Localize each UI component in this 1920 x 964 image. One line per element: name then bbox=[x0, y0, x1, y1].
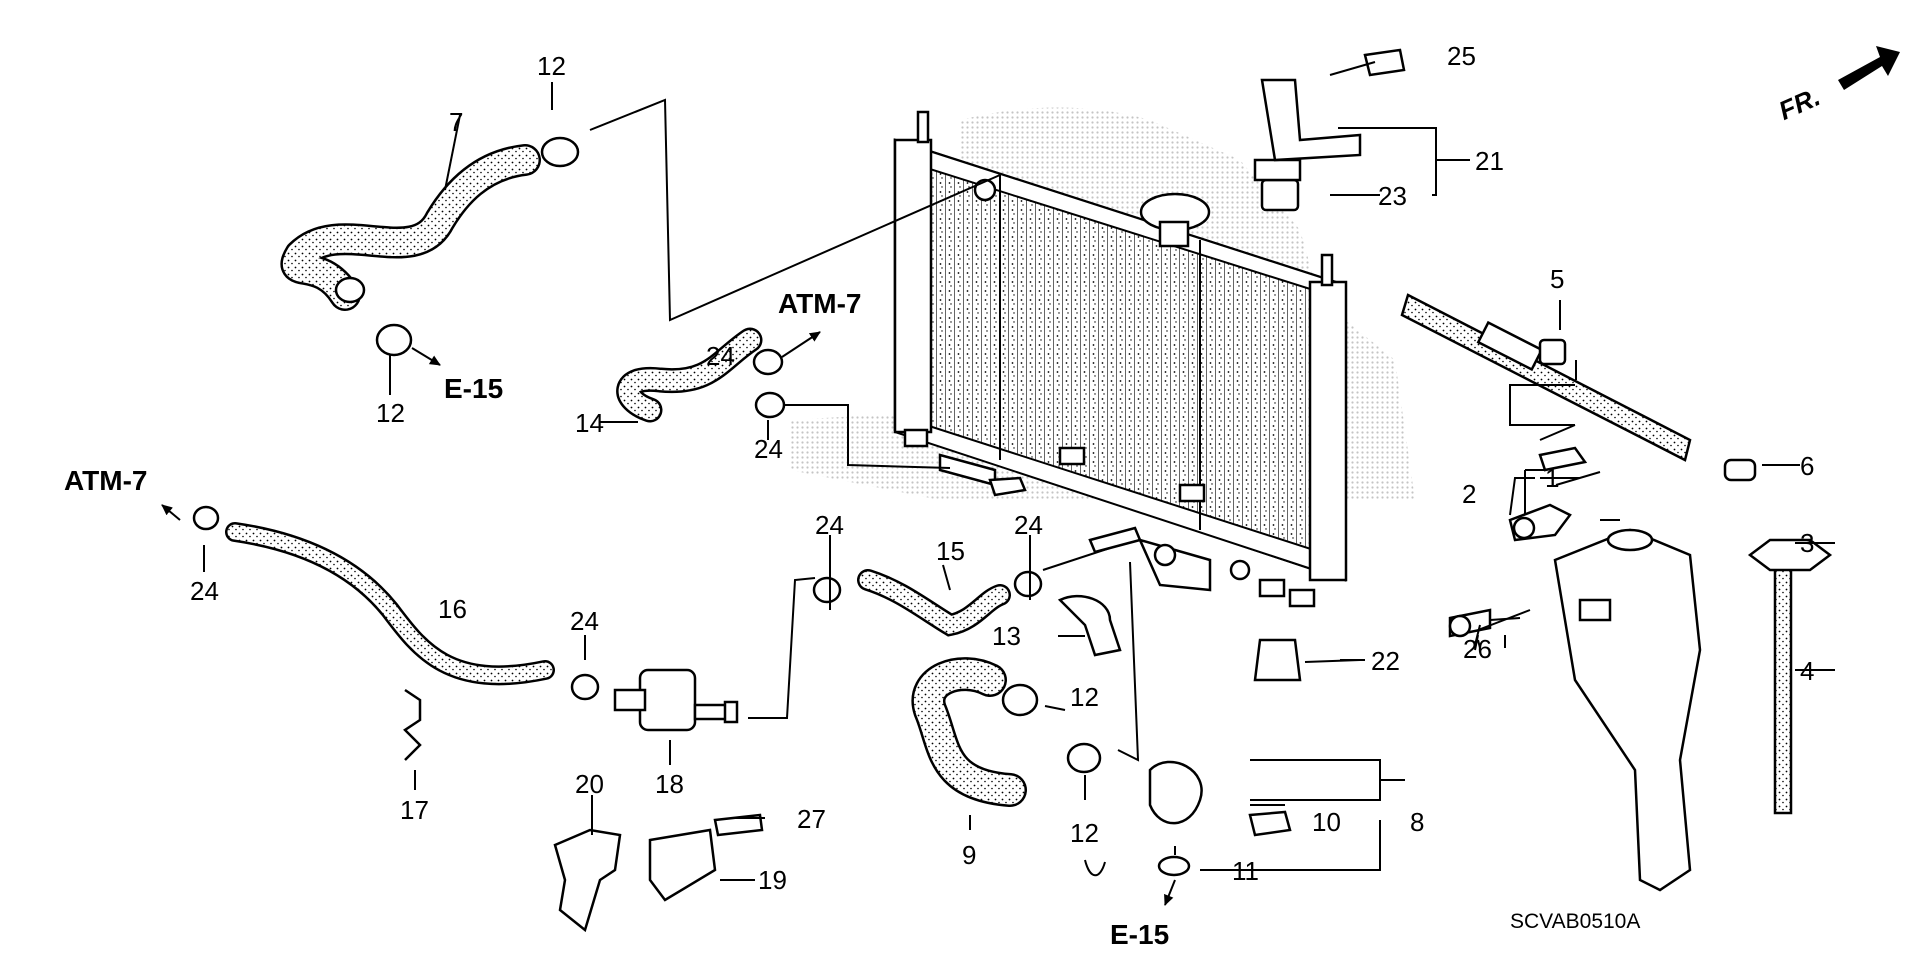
callout-23: 23 bbox=[1378, 181, 1407, 211]
callout-7: 7 bbox=[449, 107, 463, 137]
callout-10: 10 bbox=[1312, 807, 1341, 837]
callout-4: 4 bbox=[1800, 656, 1814, 686]
callout-25: 25 bbox=[1447, 41, 1476, 71]
callout-17: 17 bbox=[400, 795, 429, 825]
radiator bbox=[893, 110, 1348, 608]
callout-11: 11 bbox=[1232, 856, 1259, 886]
callout-12b: 12 bbox=[376, 398, 405, 428]
overflow-tube bbox=[1400, 293, 1692, 462]
callout-26: 26 bbox=[1463, 634, 1492, 664]
ref-e15-upper: E-15 bbox=[444, 373, 503, 404]
callout-19: 19 bbox=[758, 865, 787, 895]
drawing-code: SCVAB0510A bbox=[1510, 910, 1640, 933]
callout-20: 20 bbox=[575, 769, 604, 799]
callout-24a: 24 bbox=[706, 341, 735, 371]
clamp-parts bbox=[192, 48, 1833, 933]
ref-e15-lower: E-15 bbox=[1110, 919, 1169, 950]
callout-24b: 24 bbox=[754, 434, 783, 464]
callout-12c: 12 bbox=[1070, 682, 1099, 712]
callout-3: 3 bbox=[1800, 528, 1814, 558]
callout-21: 21 bbox=[1475, 146, 1504, 176]
callout-12a: 12 bbox=[537, 51, 566, 81]
callout-24e: 24 bbox=[815, 510, 844, 540]
front-label: FR. bbox=[1774, 81, 1824, 125]
callout-14: 14 bbox=[575, 408, 604, 438]
callout-1: 1 bbox=[1545, 463, 1559, 493]
callout-15: 15 bbox=[936, 536, 965, 566]
ref-atm7-upper: ATM-7 bbox=[778, 288, 861, 319]
callout-2: 2 bbox=[1462, 479, 1476, 509]
front-arrow bbox=[1838, 46, 1900, 90]
callout-24f: 24 bbox=[1014, 510, 1043, 540]
ref-atm7-left: ATM-7 bbox=[64, 465, 147, 496]
callout-5: 5 bbox=[1550, 264, 1564, 294]
callout-18: 18 bbox=[655, 769, 684, 799]
callout-13: 13 bbox=[992, 621, 1021, 651]
tank-tube bbox=[1773, 566, 1793, 815]
callout-6: 6 bbox=[1800, 451, 1814, 481]
callout-16: 16 bbox=[438, 594, 467, 624]
callout-labels: 12 7 12 E-15 ATM-7 24 14 24 ATM-7 24 16 … bbox=[64, 41, 1825, 950]
callout-24c: 24 bbox=[190, 576, 219, 606]
leader-lines bbox=[161, 61, 1835, 906]
callout-8: 8 bbox=[1410, 807, 1424, 837]
reserve-tank bbox=[1553, 528, 1702, 892]
callout-12d: 12 bbox=[1070, 818, 1099, 848]
callout-22: 22 bbox=[1371, 646, 1400, 676]
callout-27: 27 bbox=[797, 804, 826, 834]
callout-9: 9 bbox=[962, 840, 976, 870]
upper-hose-fill bbox=[282, 146, 539, 309]
callout-24d: 24 bbox=[570, 606, 599, 636]
